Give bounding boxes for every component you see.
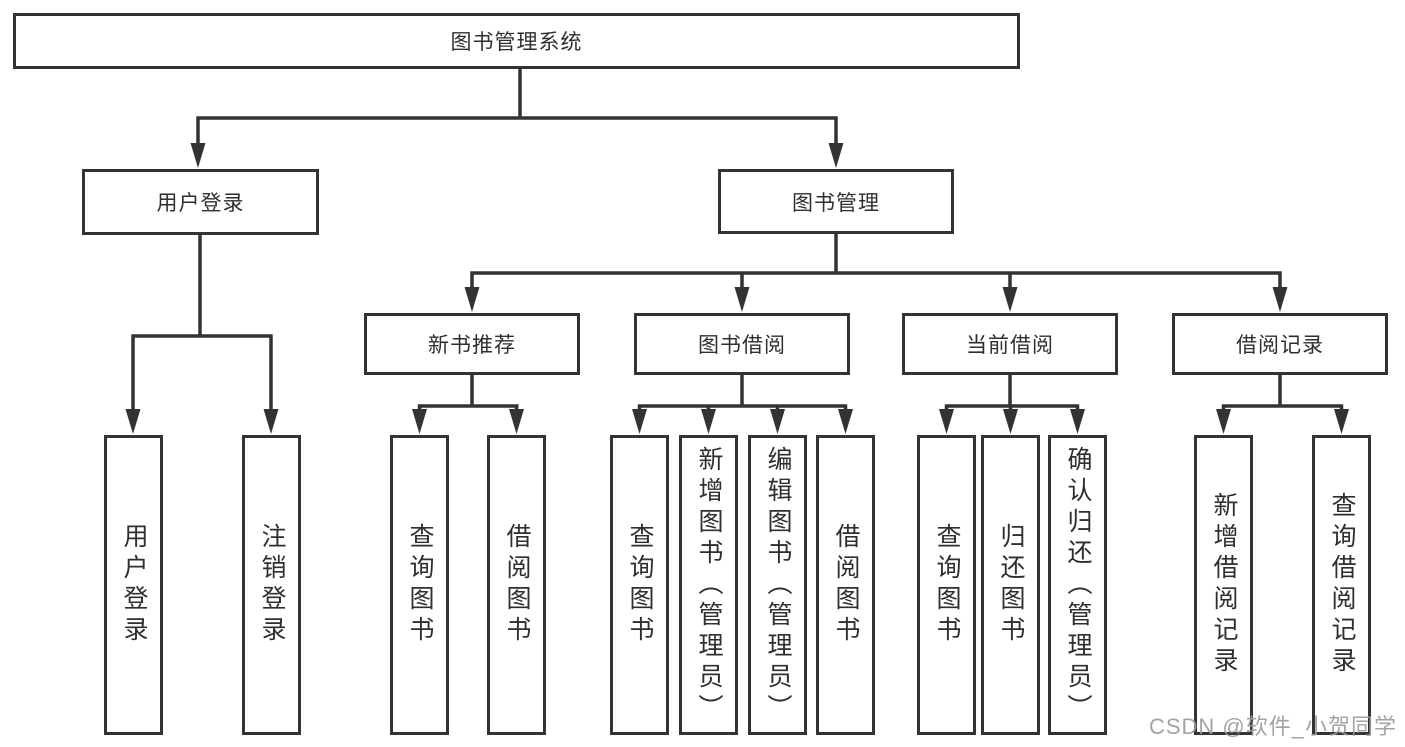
leaf-rec-query-books: 查询图书 — [390, 435, 449, 735]
node-library-system: 图书管理系统 — [13, 13, 1020, 69]
leaf-cur-return-books: 归还图书 — [981, 435, 1040, 735]
leaf-logout: 注销登录 — [242, 435, 301, 735]
connector-root-to-level2 — [190, 69, 844, 168]
leaf-cur-confirm-return: 确认归还（管理员） — [1048, 435, 1107, 735]
leaf-bor-add-books: 新增图书（管理员） — [679, 435, 738, 735]
leaf-rec-borrow-books-label: 借阅图书 — [503, 523, 531, 647]
leaf-bor-borrow-books: 借阅图书 — [816, 435, 875, 735]
leaf-bor-borrow-books-label: 借阅图书 — [832, 523, 860, 647]
node-user-login-label: 用户登录 — [156, 192, 245, 215]
node-user-login: 用户登录 — [82, 169, 319, 235]
leaf-bor-add-books-label: 新增图书（管理员） — [695, 445, 723, 725]
node-book-borrow-label: 图书借阅 — [698, 334, 786, 357]
node-current-borrow-label: 当前借阅 — [966, 334, 1054, 357]
leaf-bor-edit-books-label: 编辑图书（管理员） — [764, 445, 792, 725]
leaf-hist-add-record-label: 新增借阅记录 — [1210, 492, 1238, 678]
leaf-bor-query-books: 查询图书 — [610, 435, 669, 735]
leaf-logout-label: 注销登录 — [258, 523, 286, 647]
node-book-mgmt-label: 图书管理 — [792, 191, 880, 215]
connector-book-mgmt-children — [464, 233, 1288, 312]
leaf-cur-confirm-return-label: 确认归还（管理员） — [1064, 445, 1092, 725]
node-new-book-rec: 新书推荐 — [364, 313, 580, 375]
node-book-borrow: 图书借阅 — [634, 313, 850, 375]
leaf-user-login-label: 用户登录 — [120, 523, 148, 647]
csdn-watermark: CSDN @软件_小贺同学 — [1148, 714, 1397, 739]
leaf-user-login: 用户登录 — [104, 435, 163, 735]
leaf-cur-query-books-label: 查询图书 — [933, 523, 961, 647]
node-borrow-records-label: 借阅记录 — [1236, 334, 1324, 357]
node-new-book-rec-label: 新书推荐 — [428, 334, 516, 357]
leaf-hist-query-record-label: 查询借阅记录 — [1328, 492, 1356, 678]
connector-user-login-children — [125, 234, 279, 434]
connector-borrow-records-children — [1216, 375, 1349, 434]
connector-book-borrow-children — [632, 375, 853, 434]
leaf-bor-edit-books: 编辑图书（管理员） — [748, 435, 807, 735]
leaf-cur-return-books-label: 归还图书 — [997, 523, 1025, 647]
leaf-hist-query-record: 查询借阅记录 — [1312, 435, 1371, 735]
node-library-system-label: 图书管理系统 — [450, 31, 583, 54]
node-current-borrow: 当前借阅 — [902, 313, 1118, 375]
node-borrow-records: 借阅记录 — [1172, 313, 1388, 375]
connector-current-borrow-children — [939, 375, 1085, 434]
leaf-rec-query-books-label: 查询图书 — [406, 523, 434, 647]
leaf-bor-query-books-label: 查询图书 — [626, 523, 654, 647]
node-book-mgmt: 图书管理 — [718, 169, 954, 234]
connector-new-book-rec-children — [412, 375, 524, 434]
leaf-rec-borrow-books: 借阅图书 — [487, 435, 546, 735]
leaf-hist-add-record: 新增借阅记录 — [1194, 435, 1253, 735]
leaf-cur-query-books: 查询图书 — [917, 435, 976, 735]
